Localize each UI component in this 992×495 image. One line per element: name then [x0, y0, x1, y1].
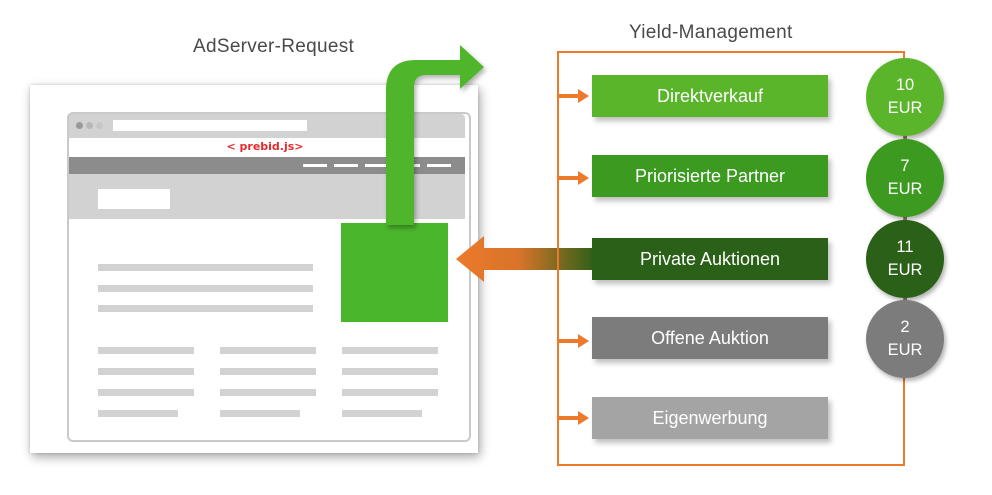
- price-currency: EUR: [887, 180, 923, 198]
- site-nav-bar: [69, 157, 465, 174]
- source-direktverkauf: Direktverkauf: [592, 75, 828, 117]
- prebid-label: < prebid.js>: [226, 140, 304, 153]
- price-amount: 7: [900, 157, 910, 175]
- text-line: [98, 368, 194, 375]
- window-dot-icon: [76, 122, 83, 129]
- price-badge-private-auktionen: 11 EUR: [866, 220, 944, 298]
- text-line: [220, 410, 300, 417]
- site-logo-placeholder: [98, 189, 170, 209]
- window-dot-icon: [96, 122, 103, 129]
- address-bar: [113, 120, 307, 131]
- adserver-request-arrow: [386, 45, 484, 225]
- source-private-auktionen: Private Auktionen: [592, 238, 828, 280]
- ad-slot: [341, 223, 448, 322]
- price-amount: 11: [896, 238, 914, 256]
- text-line: [98, 389, 194, 396]
- price-amount: 2: [900, 318, 910, 336]
- input-arrow-line: [559, 176, 579, 180]
- source-priorisierte-partner: Priorisierte Partner: [592, 155, 828, 197]
- text-line: [98, 264, 313, 271]
- price-badge-offene-auktion: 2 EUR: [866, 300, 944, 378]
- text-line: [342, 347, 438, 354]
- text-line: [220, 347, 316, 354]
- window-dot-icon: [86, 122, 93, 129]
- price-currency: EUR: [887, 261, 923, 279]
- nav-link: [365, 164, 389, 167]
- nav-link: [334, 164, 358, 167]
- arrow-right-icon: [578, 89, 589, 103]
- input-arrow-line: [559, 416, 579, 420]
- yield-management-title: Yield-Management: [629, 22, 793, 43]
- source-offene-auktion: Offene Auktion: [592, 317, 828, 359]
- nav-link: [303, 164, 327, 167]
- text-line: [98, 347, 194, 354]
- price-currency: EUR: [887, 99, 923, 117]
- arrow-right-icon: [578, 171, 589, 185]
- text-line: [220, 389, 316, 396]
- response-arrow: [456, 236, 596, 282]
- input-arrow-line: [559, 94, 579, 98]
- text-line: [342, 368, 438, 375]
- text-line: [98, 410, 178, 417]
- price-badge-priorisierte-partner: 7 EUR: [866, 139, 944, 217]
- source-eigenwerbung: Eigenwerbung: [592, 397, 828, 439]
- input-arrow-line: [559, 339, 579, 343]
- adserver-request-title: AdServer-Request: [193, 36, 355, 57]
- price-amount: 10: [895, 76, 915, 94]
- text-line: [220, 368, 316, 375]
- nav-link: [427, 164, 451, 167]
- text-line: [98, 305, 313, 312]
- arrow-right-icon: [578, 411, 589, 425]
- text-line: [342, 410, 422, 417]
- price-currency: EUR: [887, 341, 923, 359]
- price-badge-direktverkauf: 10 EUR: [866, 58, 944, 136]
- text-line: [342, 389, 438, 396]
- text-line: [98, 285, 313, 292]
- arrow-right-icon: [578, 334, 589, 348]
